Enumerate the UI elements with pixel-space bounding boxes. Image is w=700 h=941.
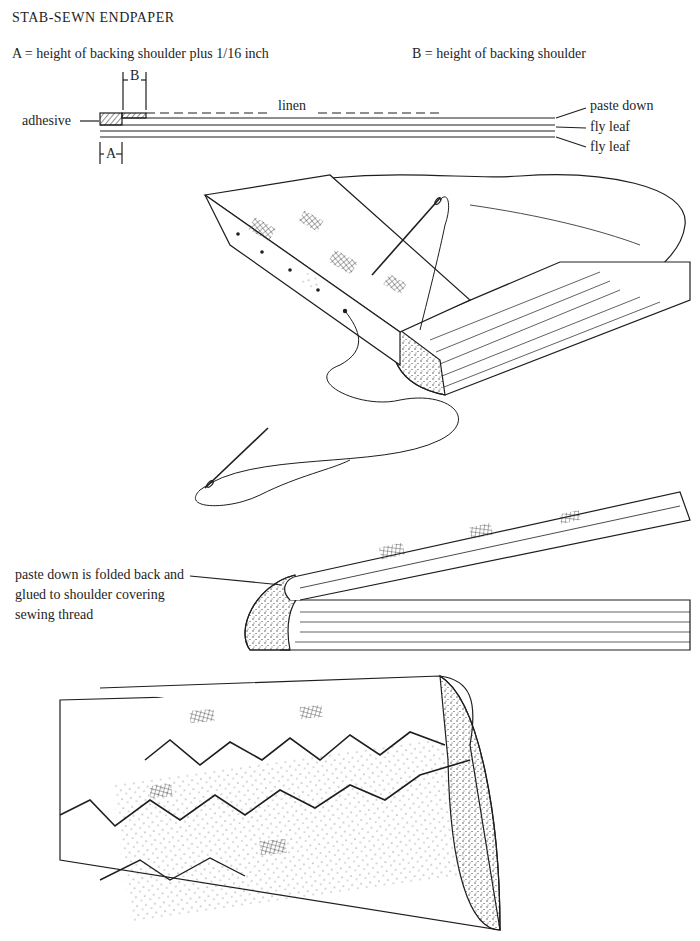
part-label: fly leaf xyxy=(590,117,630,137)
figure-title: STAB-SEWN ENDPAPER xyxy=(12,10,175,26)
dimension-note: B = height of backing shoulder xyxy=(412,44,586,64)
part-label: adhesive xyxy=(22,111,71,131)
stitch-figure xyxy=(60,676,500,930)
part-label: paste down xyxy=(590,96,653,116)
sewing-figure xyxy=(195,175,690,506)
folded-paste-down-figure xyxy=(190,492,690,650)
part-label: fly leaf xyxy=(590,137,630,157)
dimension-letter: B xyxy=(130,66,139,86)
dimension-letter: A xyxy=(106,144,116,164)
part-label: linen xyxy=(278,96,306,116)
callout-note: paste down is folded back and glued to s… xyxy=(15,565,190,625)
dimension-note: A = height of backing shoulder plus 1/16… xyxy=(12,44,269,64)
section-diagram xyxy=(80,72,586,164)
